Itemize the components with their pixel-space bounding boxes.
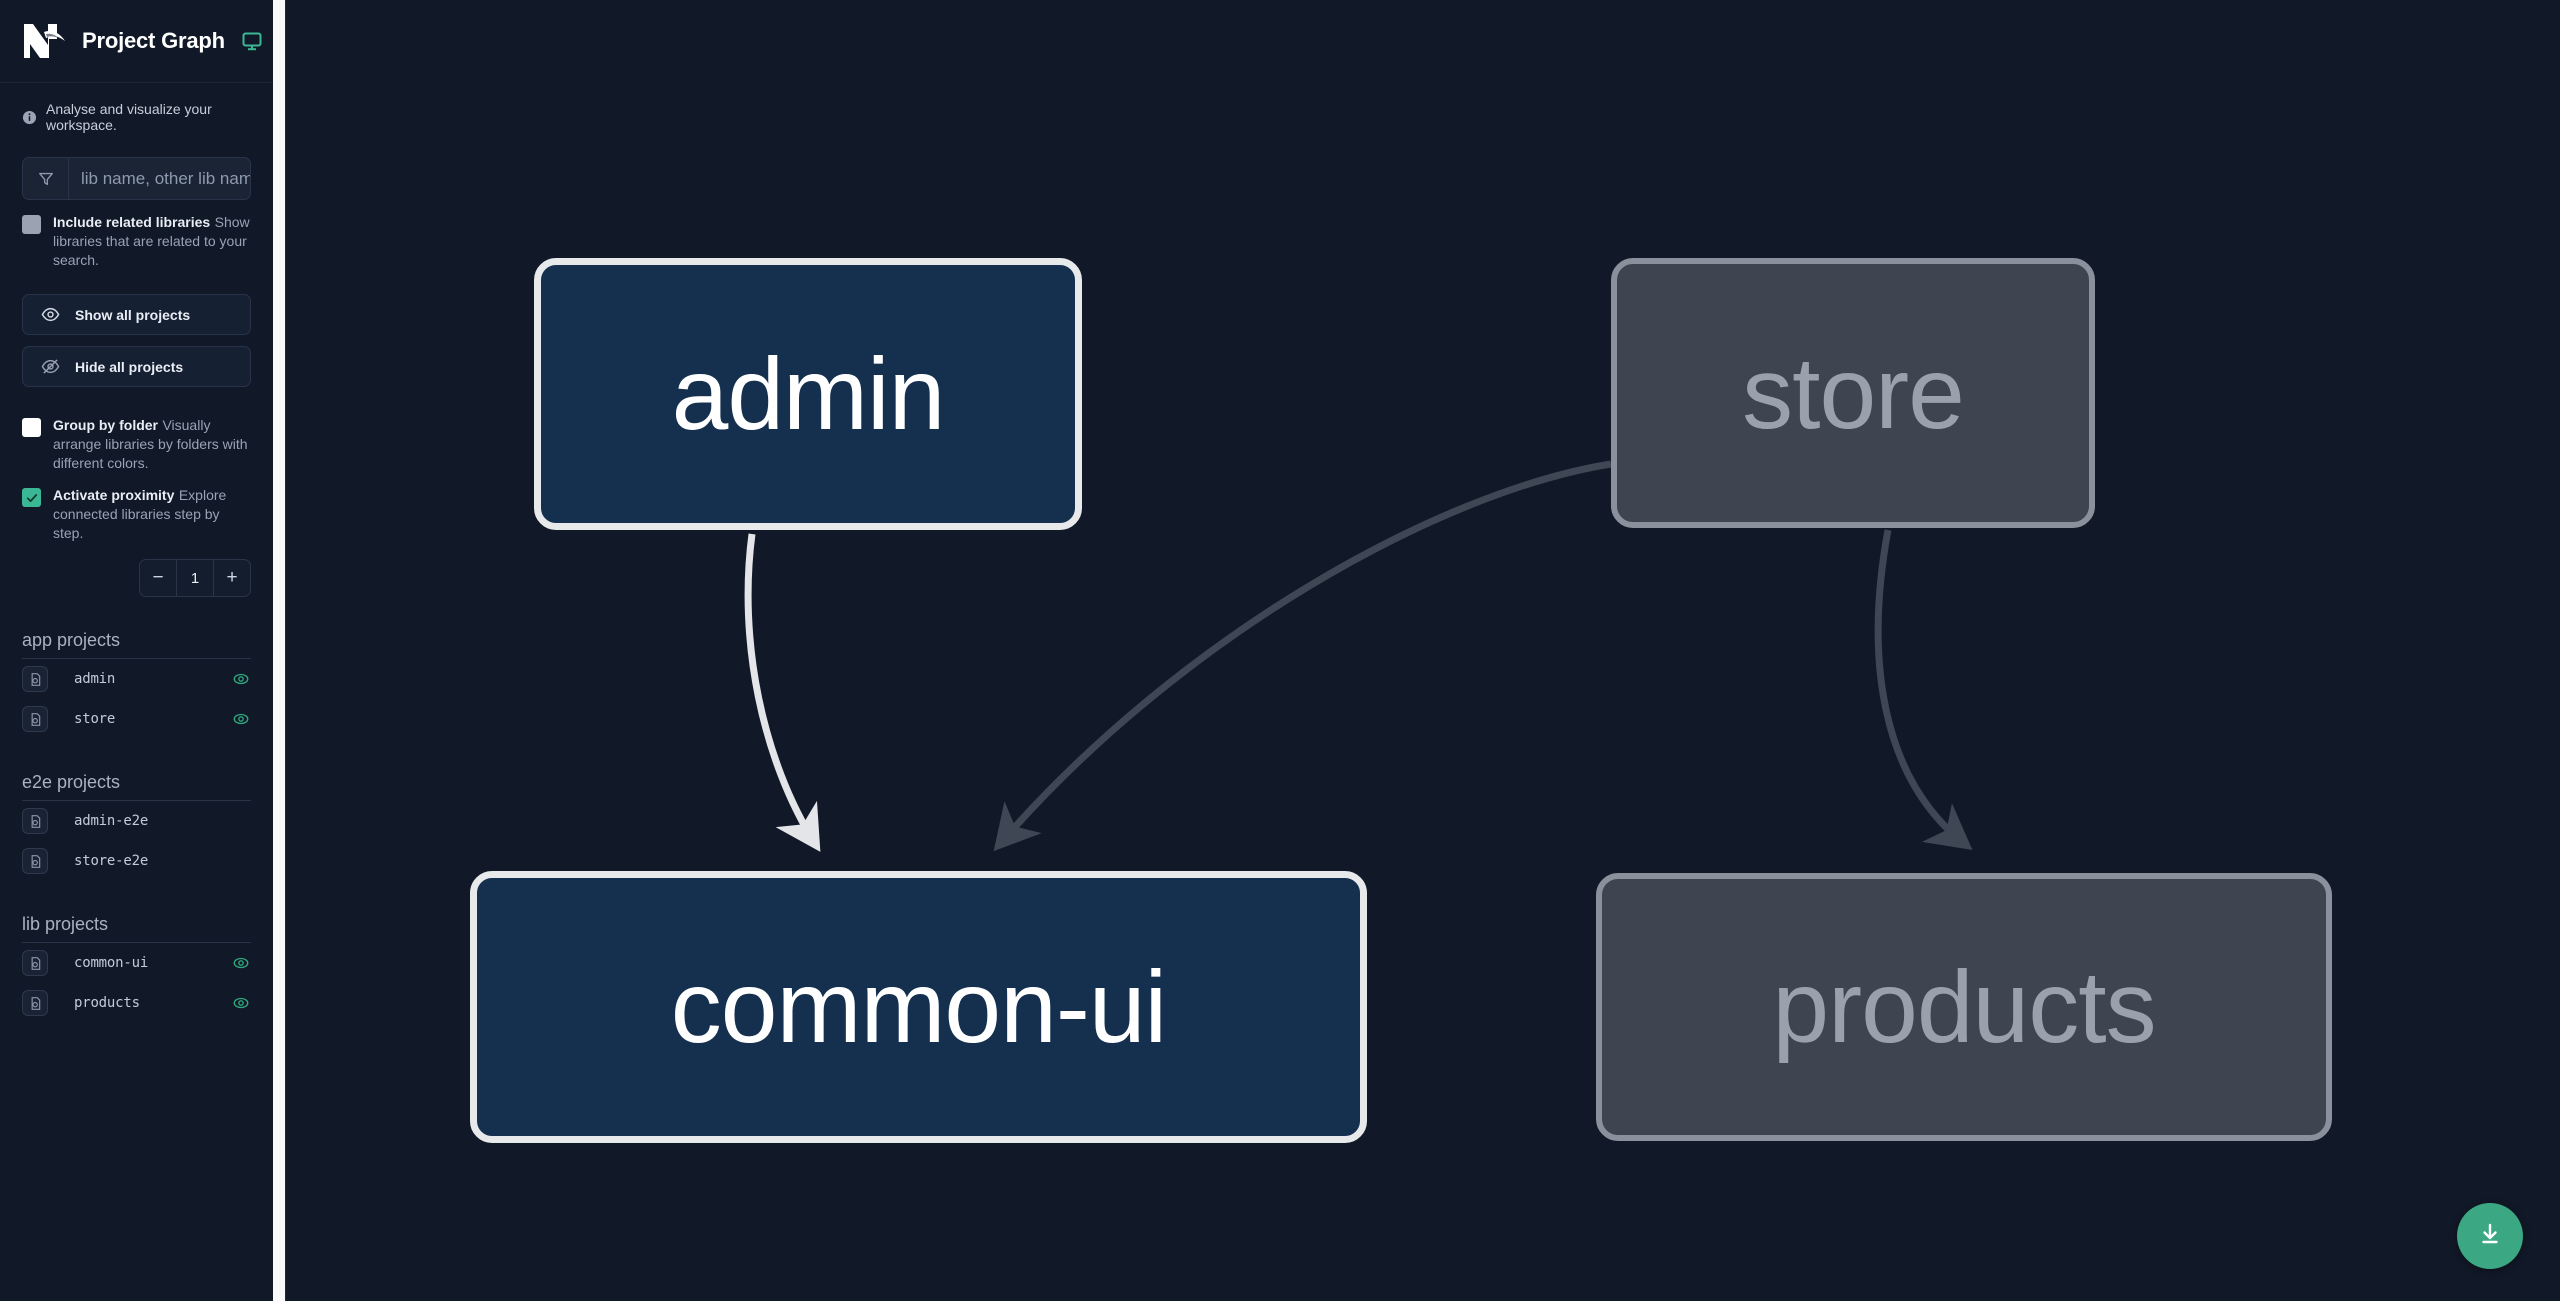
section-title-lib-projects: lib projects: [22, 914, 251, 943]
project-name: store: [74, 711, 116, 727]
activate-proximity-label: Activate proximity: [53, 487, 175, 503]
hide-all-projects-button[interactable]: Hide all projects: [22, 346, 251, 387]
include-related-description: Show libraries that are related to your …: [53, 214, 250, 268]
group-by-folder-label: Group by folder: [53, 417, 158, 433]
graph-node-label: admin: [671, 337, 946, 451]
list-item-store[interactable]: store: [22, 699, 251, 739]
list-item-store-e2e[interactable]: store-e2e: [22, 841, 251, 881]
include-related-checkbox[interactable]: [22, 215, 41, 234]
list-item-admin[interactable]: admin: [22, 659, 251, 699]
graph-node-admin[interactable]: admin: [534, 258, 1082, 530]
project-icon: [22, 848, 48, 874]
show-all-projects-button[interactable]: Show all projects: [22, 294, 251, 335]
graph-canvas[interactable]: admin store common-ui products: [286, 0, 2560, 1301]
project-icon: [22, 808, 48, 834]
graph-node-label: common-ui: [670, 950, 1167, 1064]
graph-node-label: products: [1772, 950, 2156, 1064]
graph-edges: [744, 460, 1973, 852]
section-title-app-projects: app projects: [22, 630, 251, 659]
graph-node-store[interactable]: store: [1611, 258, 2095, 528]
search-input[interactable]: [69, 168, 250, 189]
project-name: admin: [74, 671, 116, 687]
proximity-value: 1: [176, 560, 214, 596]
project-name: admin-e2e: [74, 813, 149, 829]
proximity-increment-button[interactable]: +: [226, 567, 238, 588]
page-title: Project Graph: [82, 28, 225, 53]
group-by-folder-checkbox[interactable]: [22, 418, 41, 437]
graph-node-common-ui[interactable]: common-ui: [470, 871, 1367, 1143]
eye-icon[interactable]: [231, 993, 251, 1013]
proximity-decrement-button[interactable]: −: [152, 567, 164, 588]
graph-node-label: store: [1742, 336, 1965, 450]
group-by-folder-description: Visually arrange libraries by folders wi…: [53, 417, 248, 471]
option-group-by-folder[interactable]: Group by folder Visually arrange librari…: [0, 403, 273, 473]
download-graph-button[interactable]: [2457, 1203, 2523, 1269]
activate-proximity-checkbox[interactable]: [22, 488, 41, 507]
nx-logo: [22, 20, 68, 62]
project-name: store-e2e: [74, 853, 149, 869]
edge-admin-to-common-ui: [744, 533, 821, 852]
section-e2e-projects: e2e projects admin-e2e: [0, 772, 273, 881]
tagline-text: Analyse and visualize your workspace.: [46, 101, 212, 133]
sidebar-tagline: Analyse and visualize your workspace.: [0, 83, 273, 147]
sidebar: Project Graph Analyse and visualize your…: [0, 0, 273, 1301]
section-app-projects: app projects admin: [0, 630, 273, 739]
activate-proximity-description: Explore connected libraries step by step…: [53, 487, 227, 541]
project-name: products: [74, 995, 140, 1011]
eye-icon[interactable]: [231, 669, 251, 689]
include-related-label: Include related libraries: [53, 214, 211, 230]
project-icon: [22, 990, 48, 1016]
show-all-projects-label: Show all projects: [75, 306, 191, 323]
project-name: common-ui: [74, 955, 149, 971]
eye-icon[interactable]: [231, 953, 251, 973]
filter-icon: [23, 158, 69, 199]
project-icon: [22, 666, 48, 692]
list-item-products[interactable]: products: [22, 983, 251, 1023]
option-activate-proximity[interactable]: Activate proximity Explore connected lib…: [0, 473, 273, 543]
project-icon: [22, 706, 48, 732]
search-field[interactable]: [22, 157, 251, 200]
hide-all-projects-label: Hide all projects: [75, 358, 184, 375]
project-icon: [22, 950, 48, 976]
info-icon: [22, 110, 37, 125]
list-item-admin-e2e[interactable]: admin-e2e: [22, 801, 251, 841]
sidebar-resize-handle[interactable]: [273, 0, 286, 1301]
download-icon: [2477, 1221, 2503, 1252]
eye-icon[interactable]: [231, 709, 251, 729]
graph-node-products[interactable]: products: [1596, 873, 2332, 1141]
option-include-related-libraries[interactable]: Include related libraries Show libraries…: [0, 200, 273, 270]
edge-store-to-common-ui: [993, 460, 1612, 852]
proximity-stepper[interactable]: − 1 +: [139, 559, 251, 597]
list-item-common-ui[interactable]: common-ui: [22, 943, 251, 983]
monitor-icon[interactable]: [241, 30, 263, 52]
eye-off-icon: [41, 357, 60, 376]
eye-icon: [41, 305, 60, 324]
sidebar-header: Project Graph: [0, 0, 273, 83]
section-title-e2e-projects: e2e projects: [22, 772, 251, 801]
section-lib-projects: lib projects common-ui: [0, 914, 273, 1023]
edge-store-to-products: [1874, 529, 1973, 851]
